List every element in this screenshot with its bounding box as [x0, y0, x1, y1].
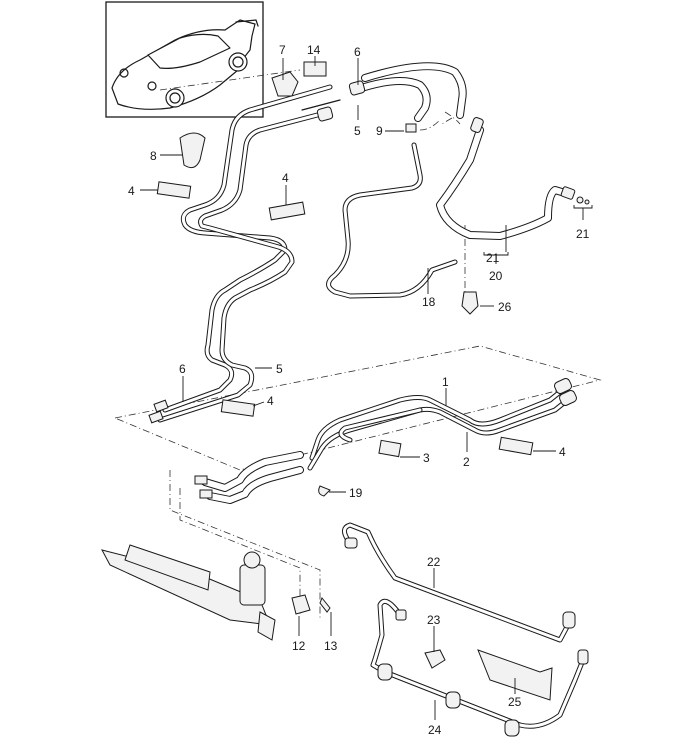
- callout-20: 20: [489, 269, 503, 283]
- callout-22: 22: [427, 555, 441, 569]
- callout-12: 12: [292, 639, 306, 653]
- callout-18: 18: [422, 295, 436, 309]
- callout-2: 2: [463, 455, 470, 469]
- hose-upper: [301, 62, 467, 122]
- part-9: [405, 123, 417, 133]
- part-4a: [156, 181, 192, 199]
- lower-lines: [307, 377, 577, 471]
- car-illustration: [111, 19, 259, 110]
- steering-rack: [101, 544, 331, 641]
- callout-5: 5: [354, 124, 361, 138]
- assembly-outlines: [114, 69, 602, 620]
- callout-26: 26: [498, 300, 512, 314]
- callout-1: 1: [442, 375, 449, 389]
- part-4c: [220, 399, 256, 417]
- callout-5: 5: [276, 362, 283, 376]
- callout-21: 21: [486, 251, 500, 265]
- leader-lines: [140, 56, 593, 720]
- part-7: [271, 71, 299, 97]
- small-parts: [156, 61, 534, 497]
- line-22: [342, 522, 576, 643]
- callout-4: 4: [282, 171, 289, 185]
- callout-9: 9: [376, 124, 383, 138]
- callout-3: 3: [423, 451, 430, 465]
- part-4b: [268, 201, 306, 221]
- callout-13: 13: [324, 639, 338, 653]
- callout-4: 4: [267, 394, 274, 408]
- part-4d: [498, 436, 534, 456]
- callout-8: 8: [150, 149, 157, 163]
- part-23: [424, 649, 446, 669]
- part-19: [318, 485, 331, 497]
- part-25: [477, 649, 553, 701]
- callouts: 7 14 6 5 9 8 4 4 21 21 20 18 26 6 5 4 1 …: [128, 43, 590, 737]
- vehicle-inset: [105, 1, 264, 118]
- lower-hoses: [194, 451, 304, 504]
- callout-7: 7: [279, 43, 286, 57]
- part-8: [179, 132, 206, 169]
- return-line: [326, 142, 458, 299]
- line-24: [370, 598, 589, 737]
- pressure-line-upper: [148, 84, 333, 424]
- callout-6: 6: [179, 362, 186, 376]
- part-26: [461, 291, 479, 315]
- callout-23: 23: [427, 613, 441, 627]
- callout-6: 6: [354, 45, 361, 59]
- callout-21: 21: [576, 227, 590, 241]
- cooler-line: [436, 117, 590, 240]
- callout-4: 4: [128, 184, 135, 198]
- callout-4: 4: [559, 445, 566, 459]
- callout-25: 25: [508, 695, 522, 709]
- callout-19: 19: [349, 486, 363, 500]
- callout-14: 14: [307, 43, 321, 57]
- part-3: [378, 439, 402, 458]
- callout-24: 24: [428, 723, 442, 737]
